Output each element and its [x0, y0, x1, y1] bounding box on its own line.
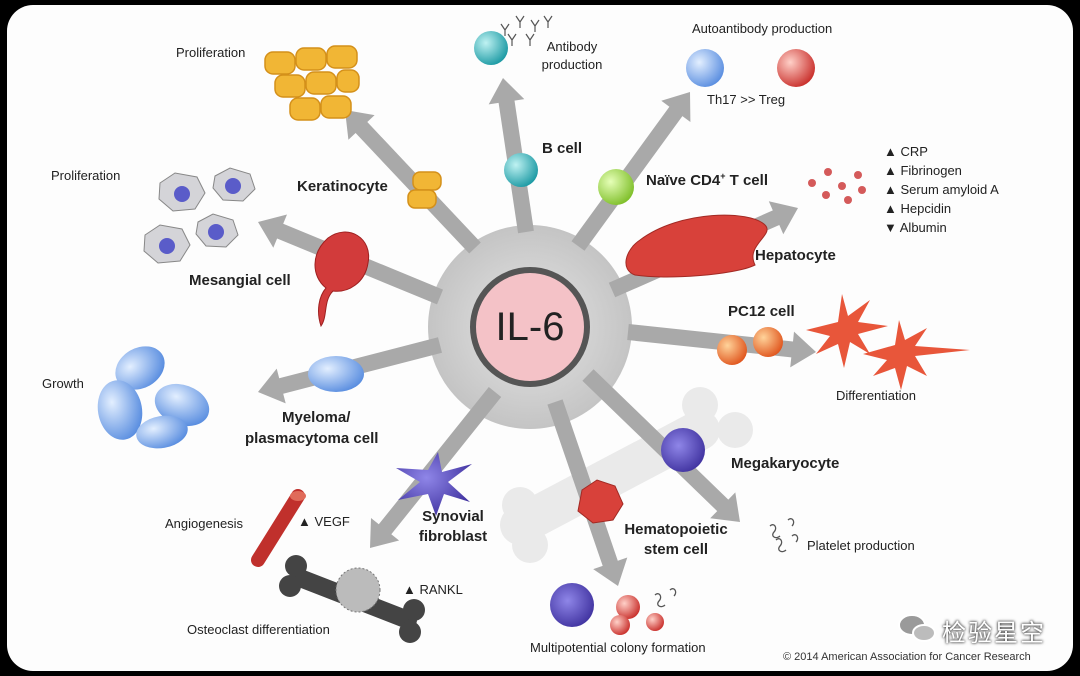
- growth-label: Growth: [42, 376, 84, 391]
- mesangial-cell-label: Mesangial cell: [189, 272, 291, 289]
- treg-cell-icon: [777, 49, 815, 87]
- osteoclast-label: Osteoclast differentiation: [187, 622, 330, 637]
- copyright-text: © 2014 American Association for Cancer R…: [783, 651, 1031, 663]
- hepatocyte-label: Hepatocyte: [755, 247, 836, 264]
- plasma-cell-icon: [474, 31, 508, 65]
- vegf-label: ▲ VEGF: [298, 514, 350, 529]
- mesangial-proliferation-icon: [143, 167, 256, 264]
- marker-item: ▲ Fibrinogen: [884, 163, 962, 178]
- b-cell-label: B cell: [542, 140, 583, 157]
- myeloma-growth-icon: [97, 346, 210, 449]
- keratinocyte-proliferation-icon: [264, 45, 360, 121]
- autoantibody-label: Autoantibody production: [692, 21, 833, 36]
- megakaryocyte-icon: [661, 428, 705, 472]
- arrow-b-cell: [488, 78, 534, 234]
- marker-item: ▲ Serum amyloid A: [884, 182, 999, 197]
- synovial-fibroblast-icon: [396, 452, 472, 516]
- pc12-cell-icon-2: [753, 327, 783, 357]
- hematopoietic-stem-cell-icon: [577, 479, 624, 524]
- synovial-label-2: fibroblast: [418, 528, 488, 545]
- hepatocyte-marker-list: ▲ CRP ▲ Fibrinogen ▲ Serum amyloid A ▲ H…: [884, 142, 999, 237]
- myeloma-cell-icon: [308, 356, 364, 392]
- antibody-label-2: production: [541, 57, 603, 72]
- naive-t-cell-icon: [598, 169, 634, 205]
- b-cell-icon: [504, 153, 538, 187]
- proliferation-left-label: Proliferation: [51, 168, 121, 183]
- th17-treg-label: Th17 >> Treg: [707, 92, 786, 107]
- acute-phase-proteins-icon: [808, 168, 866, 204]
- differentiation-label: Differentiation: [836, 388, 916, 403]
- megakaryocyte-label: Megakaryocyte: [731, 455, 840, 472]
- antibody-icons: [500, 15, 553, 46]
- marker-item: ▲ Hepcidin: [884, 201, 952, 216]
- arrow-naive-t: [571, 92, 691, 251]
- platelet-label: Platelet production: [807, 538, 915, 553]
- arrow-megakaryocyte: [582, 369, 740, 522]
- naive-t-cell-label: Naïve CD4+ T cell: [646, 171, 768, 189]
- keratinocyte-label: Keratinocyte: [297, 178, 388, 195]
- rankl-label: ▲ RANKL: [403, 582, 463, 597]
- th17-cell-icon: [686, 49, 724, 87]
- pc12-cell-label: PC12 cell: [728, 303, 795, 320]
- il6-center-circle: [470, 267, 590, 387]
- hsc-label-2: stem cell: [643, 541, 709, 558]
- wechat-icon: [898, 614, 936, 642]
- colony-cells-icon: [550, 583, 677, 635]
- keratinocyte-icon: [407, 171, 442, 209]
- bone-osteoclast-icon: [279, 555, 425, 643]
- antibody-label-1: Antibody: [546, 39, 598, 54]
- proliferation-top-label: Proliferation: [176, 45, 246, 60]
- angiogenesis-label: Angiogenesis: [165, 516, 244, 531]
- kidney-icon: [314, 231, 370, 328]
- synovial-label-1: Synovial: [422, 508, 484, 525]
- hsc-label-1: Hematopoietic: [624, 521, 728, 538]
- watermark-text: 检验星空: [942, 620, 1046, 647]
- marker-item: ▲ CRP: [884, 144, 928, 159]
- il6-center-label: IL-6: [495, 304, 565, 349]
- neuron-differentiation-icon: [806, 294, 970, 390]
- platelet-icon: [769, 518, 799, 553]
- myeloma-label-1: Myeloma/: [282, 409, 351, 426]
- multipotential-label: Multipotential colony formation: [530, 640, 706, 655]
- myeloma-label-2: plasmacytoma cell: [245, 430, 379, 447]
- pc12-cell-icon: [717, 335, 747, 365]
- blood-vessel-icon: [251, 489, 306, 567]
- marker-item: ▼ Albumin: [884, 220, 947, 235]
- liver-icon: [625, 214, 768, 278]
